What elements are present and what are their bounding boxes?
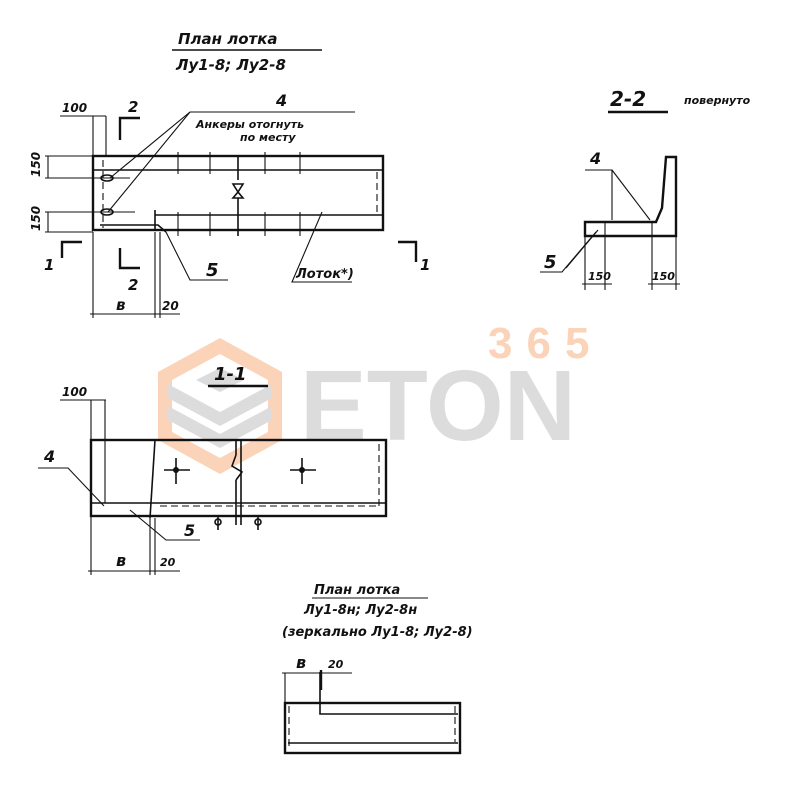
plan-mirror-outline: [283, 701, 462, 755]
section-2-2-title: 2-2: [610, 87, 646, 111]
section-1-1-title: 1-1: [214, 364, 247, 385]
dim-150-right: 150: [652, 270, 675, 283]
watermark-logo-icon: [158, 338, 282, 474]
watermark: ETON 365: [158, 319, 603, 474]
plan-mirror-dim-20: 20: [328, 658, 344, 671]
section-2-bottom-label: 2: [128, 276, 138, 294]
callout-5: 5: [206, 260, 219, 281]
plan-mirror-title: План лотка: [314, 583, 400, 598]
callout-4-note-line1: Анкеры отогнуть: [195, 118, 304, 131]
dim-20: 20: [162, 299, 179, 313]
section-1-1-dim-100: 100: [62, 385, 87, 399]
section-2-2-callout-5: 5: [544, 252, 557, 273]
section-profile: [583, 155, 678, 238]
dim-100: 100: [62, 101, 87, 115]
section-1-1-callout-4: 4: [43, 447, 55, 466]
section-2-2-callout-4: 4: [589, 149, 601, 168]
dim-150-left: 150: [588, 270, 611, 283]
dim-150-bottom: 150: [29, 206, 43, 231]
plan-mirror: План лотка Лу1-8н; Лу2-8н (зеркально Лу1…: [282, 583, 473, 755]
dim-b: в: [116, 296, 126, 314]
watermark-number: 365: [488, 319, 603, 368]
section-1-1-outline: [89, 438, 388, 518]
section-1-1: 1-1 100 4 5: [38, 364, 388, 575]
lifting-loop-icon: [164, 458, 190, 484]
section-1-left-label: 1: [44, 256, 54, 274]
section-1-1-callout-5: 5: [184, 521, 195, 540]
section-2-2-note: повернуто: [684, 94, 751, 107]
section-2-2: 2-2 повернуто 150 150 4 5: [540, 87, 751, 290]
plan-mirror-note: (зеркально Лу1-8; Лу2-8): [282, 625, 473, 640]
plan-top-subtitle: Лу1-8; Лу2-8: [175, 56, 286, 74]
plan-mirror-subtitle: Лу1-8н; Лу2-8н: [303, 603, 417, 618]
callout-4: 4: [275, 91, 287, 110]
section-2-top-label: 2: [128, 98, 138, 116]
section-1-1-dim-b: в: [116, 551, 126, 570]
plan-top: План лотка Лу1-8; Лу2-8 100: [29, 30, 430, 318]
plan-mirror-dim-b: в: [296, 653, 306, 672]
callout-tray: Лоток*): [295, 267, 354, 282]
section-1-1-dim-20: 20: [160, 556, 176, 569]
lifting-loop-icon: [290, 458, 316, 484]
section-1-right-label: 1: [420, 256, 430, 274]
plan-top-title: План лотка: [178, 30, 278, 48]
dim-150-top: 150: [29, 152, 43, 177]
callout-4-note-line2: по месту: [240, 131, 296, 144]
watermark-brand: ETON: [300, 350, 576, 462]
